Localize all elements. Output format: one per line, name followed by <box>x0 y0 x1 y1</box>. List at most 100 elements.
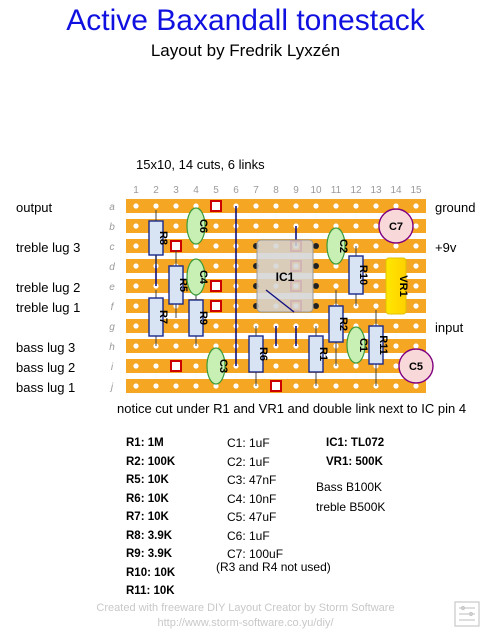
strip-hole <box>213 323 219 329</box>
svg-text:R1: R1 <box>317 347 329 361</box>
row-letter: j <box>109 382 114 393</box>
strip-hole <box>133 203 139 209</box>
label-treble-lug-1: treble lug 1 <box>16 300 81 315</box>
column-number: 12 <box>350 185 362 196</box>
strip-hole <box>133 383 139 389</box>
bom-pot-treble: treble B500K <box>316 500 386 514</box>
resistor-r2: R2 <box>328 290 349 366</box>
strip-hole <box>253 203 259 209</box>
cut-a5 <box>210 200 222 212</box>
strip-hole <box>333 223 339 229</box>
ic-pin <box>313 243 319 249</box>
strip-hole <box>413 243 419 249</box>
strip-hole <box>173 343 179 349</box>
column-number: 7 <box>253 185 259 196</box>
bom-item: R10: 10K <box>126 566 176 579</box>
svg-text:R9: R9 <box>197 311 209 325</box>
resistor-r7: R7 <box>148 290 169 346</box>
label-treble-lug-2: treble lug 2 <box>16 280 81 295</box>
strip-hole <box>413 223 419 229</box>
strip-hole <box>233 383 239 389</box>
strip-hole <box>373 203 379 209</box>
footer-url[interactable]: http://www.storm-software.co.yu/diy/ <box>157 617 334 629</box>
ic1-chip: IC1 <box>256 239 314 313</box>
strip-hole <box>413 343 419 349</box>
capacitor-c6: C6 <box>186 207 209 245</box>
label-ground: ground <box>435 200 476 215</box>
resistor-r1: R1 <box>308 326 329 386</box>
resistor-r6: R6 <box>248 326 269 386</box>
strip-hole <box>153 383 159 389</box>
strip-hole <box>173 383 179 389</box>
column-number: 14 <box>390 185 402 196</box>
svg-text:R7: R7 <box>157 310 169 324</box>
strip-hole <box>193 383 199 389</box>
svg-text:R2: R2 <box>337 317 349 331</box>
cut-j8 <box>270 380 282 392</box>
strip-hole <box>373 263 379 269</box>
svg-text:R5: R5 <box>177 278 189 292</box>
strip-hole <box>133 283 139 289</box>
strip-hole <box>413 383 419 389</box>
bom-item: R9: 3.9K <box>126 548 173 560</box>
resistor-r9: R9 <box>188 290 209 346</box>
strip-hole <box>353 223 359 229</box>
column-number: 15 <box>410 185 422 196</box>
capacitor-c7: C7 <box>378 208 414 244</box>
svg-text:C3: C3 <box>217 359 229 373</box>
row-letter: h <box>109 342 115 353</box>
strip-hole <box>173 323 179 329</box>
bom-item: R6: 10K <box>126 492 169 505</box>
diy-logo-icon <box>454 601 480 627</box>
ic-pin <box>313 263 319 269</box>
label-bass-lug-2: bass lug 2 <box>16 360 76 375</box>
svg-text:C2: C2 <box>337 239 349 253</box>
strip-hole <box>153 203 159 209</box>
strip-hole <box>273 203 279 209</box>
page-title: Active Baxandall tonestack <box>66 4 425 37</box>
resistor-r11: R11 <box>368 310 389 386</box>
trimmer-vr1: VR1 <box>385 257 409 315</box>
cut-c3 <box>170 240 182 252</box>
label-treble-lug-3: treble lug 3 <box>16 240 81 255</box>
strip-hole <box>413 283 419 289</box>
column-number: 4 <box>193 185 199 196</box>
bom-item: R11: 10K <box>126 585 175 597</box>
column-number: 11 <box>331 185 342 196</box>
svg-text:C5: C5 <box>409 361 423 373</box>
strip-hole <box>253 223 259 229</box>
strip-hole <box>193 363 199 369</box>
svg-text:R6: R6 <box>257 347 269 361</box>
bom-item: C3: 47nF <box>227 473 277 487</box>
strip-hole <box>153 363 159 369</box>
strip-hole <box>213 383 219 389</box>
strip-hole <box>133 223 139 229</box>
cut-f5 <box>210 300 222 312</box>
strip-hole <box>393 363 399 369</box>
strip-hole <box>133 243 139 249</box>
strip-hole <box>133 343 139 349</box>
resistor-r8: R8 <box>148 210 169 266</box>
strip-hole <box>373 303 379 309</box>
strip-hole <box>333 263 339 269</box>
label-plus-9v: +9v <box>435 240 457 255</box>
strip-hole <box>333 203 339 209</box>
bom-item: IC1: TL072 <box>326 437 385 449</box>
strip-hole <box>173 223 179 229</box>
svg-text:C1: C1 <box>357 338 369 352</box>
column-number: 13 <box>370 185 382 196</box>
strip-hole <box>413 303 419 309</box>
resistor-r10: R10 <box>348 246 369 306</box>
strip-hole <box>133 323 139 329</box>
bom-capacitors: C1: 1uF C2: 1uF C3: 47nF C4: 10nF C5: 47… <box>227 434 283 564</box>
strip-hole <box>373 223 379 229</box>
bom-item: C6: 1uF <box>227 528 270 543</box>
strip-hole <box>393 243 399 249</box>
strip-hole <box>333 283 339 289</box>
bom-note: (R3 and R4 not used) <box>216 560 331 574</box>
svg-text:C7: C7 <box>389 221 403 233</box>
capacitor-c3: C3 <box>206 347 229 385</box>
bom-item: C2: 1uF <box>227 454 270 469</box>
